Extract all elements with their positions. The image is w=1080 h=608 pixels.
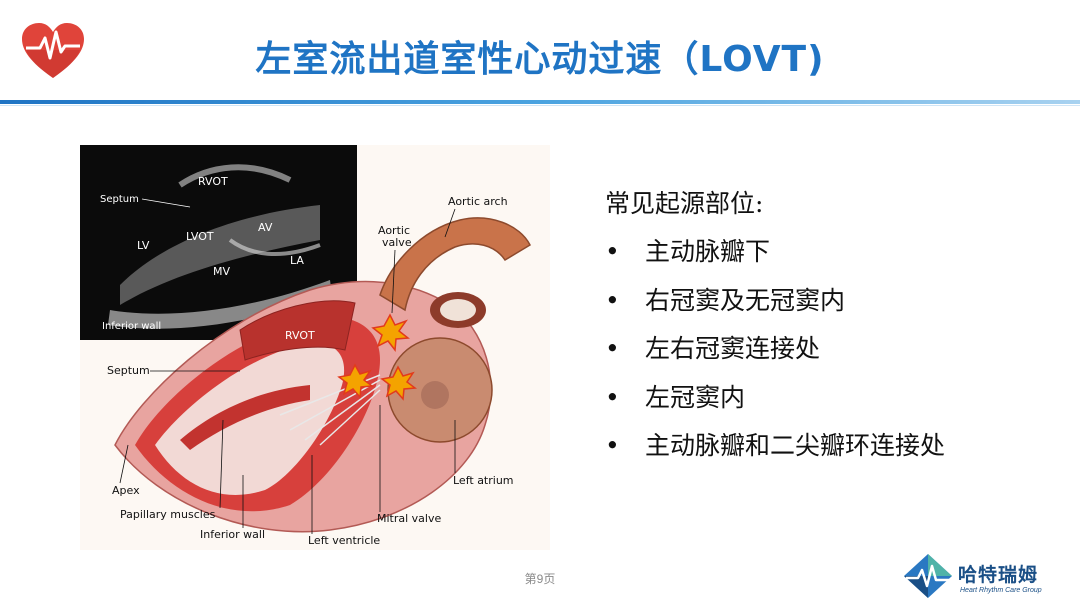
list-item: •主动脉瓣下 — [605, 228, 1065, 277]
echo-label-mv: MV — [213, 265, 230, 278]
anatomy-label-rvot: RVOT — [285, 329, 315, 342]
echo-label-lvot: LVOT — [186, 230, 214, 243]
title-divider — [0, 100, 1080, 104]
bullet-icon: • — [605, 285, 620, 315]
bullet-icon: • — [605, 237, 620, 266]
echo-label-lv: LV — [137, 239, 150, 252]
echo-label-inferior-wall: Inferior wall — [102, 321, 161, 332]
anatomy-label-inferior-wall: Inferior wall — [200, 528, 265, 541]
echo-label-av: AV — [258, 221, 273, 234]
anatomy-label-aortic-valve-1: Aortic — [378, 224, 410, 237]
list-heading: 常见起源部位: — [605, 189, 764, 218]
list-item: •右冠窦及无冠窦内 — [605, 277, 1065, 326]
bullet-icon: • — [605, 334, 620, 363]
title-divider-shadow — [0, 105, 1080, 106]
anatomy-label-aortic-arch: Aortic arch — [448, 195, 508, 208]
origin-marker-3 — [380, 365, 418, 401]
anatomy-label-aortic-valve-2: valve — [382, 236, 412, 249]
echo-label-rvot: RVOT — [198, 175, 228, 188]
page-number: 第9页 — [524, 572, 556, 586]
origin-marker-1 — [371, 313, 410, 352]
diamond-ecg-logo — [904, 554, 952, 598]
brand-subtitle: Heart Rhythm Care Group — [960, 587, 1042, 594]
anatomy-label-papillary-muscles: Papillary muscles — [120, 508, 216, 521]
list-item: •左右冠窦连接处 — [605, 325, 1065, 374]
brand-logo: 哈特瑞姆 Heart Rhythm Care Group — [900, 552, 1070, 602]
slide-title: 左室流出道室性心动过速（LOVT) — [255, 39, 825, 80]
echo-label-la: LA — [290, 254, 304, 267]
anatomy-label-left-atrium: Left atrium — [453, 474, 514, 487]
anatomy-label-left-ventricle: Left ventricle — [308, 534, 380, 547]
list-item: •主动脉瓣和二尖瓣环连接处 — [605, 422, 1065, 471]
origin-sites-list: 常见起源部位: •主动脉瓣下 •右冠窦及无冠窦内 •左右冠窦连接处 •左冠窦内 … — [605, 180, 1065, 471]
anatomy-label-apex: Apex — [112, 484, 140, 497]
echo-label-septum: Septum — [100, 194, 139, 205]
heart-anatomy-illustration: RVOT Septum LVOT AV LV MV LA Inferior wa… — [80, 145, 531, 547]
bullet-icon: • — [605, 431, 620, 460]
anatomy-label-septum: Septum — [107, 364, 150, 377]
heart-ecg-icon — [22, 23, 84, 78]
origin-marker-2 — [337, 363, 375, 399]
list-item: •左冠窦内 — [605, 374, 1065, 423]
heart-anatomy-figure: RVOT Septum LVOT AV LV MV LA Inferior wa… — [80, 145, 550, 550]
bullet-icon: • — [605, 382, 620, 412]
anatomy-label-mitral-valve: Mitral valve — [377, 512, 441, 525]
brand-name: 哈特瑞姆 — [958, 564, 1039, 586]
